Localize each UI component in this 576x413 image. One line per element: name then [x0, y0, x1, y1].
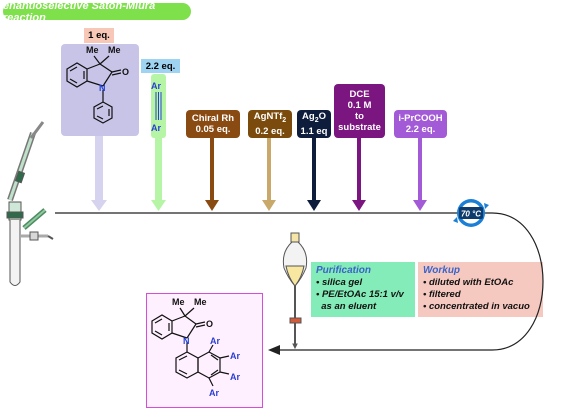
iprcooh-name: i-PrCOOH	[398, 113, 443, 124]
workup-item: • concentrated in vacuo	[423, 301, 530, 312]
alkyne-equiv-tag: 2.2 eq.	[141, 59, 180, 73]
ag2o-equiv: 1.1 eq	[300, 125, 328, 137]
agntf2-equiv: 0.2 eq.	[255, 125, 285, 137]
product-ar-1: Ar	[210, 336, 220, 346]
substrate-me-2: Me	[108, 45, 121, 55]
product-arrowhead	[268, 345, 280, 355]
workup-item: • diluted with EtOAc	[423, 277, 514, 288]
alkyne-triple-bond	[155, 92, 162, 120]
purification-item: • PE/EtOAc 15:1 v/v	[316, 289, 404, 300]
dce-name: DCE	[349, 89, 370, 100]
product-ar-4: Ar	[209, 388, 219, 398]
product-structure	[151, 307, 230, 387]
reaction-flow-line	[55, 212, 544, 351]
temperature-indicator	[453, 199, 489, 227]
ag2o-arrow	[307, 138, 321, 211]
dce-substrate: substrate	[338, 122, 381, 133]
iprcooh-arrow	[413, 138, 427, 211]
product-me-2: Me	[194, 297, 207, 307]
dce-conc: 0.1 M	[347, 100, 372, 111]
chiral-rh-equiv: 0.05 eq.	[195, 124, 231, 135]
dce-to: to	[355, 111, 364, 122]
agntf2-arrow	[262, 138, 276, 211]
substrate-oxygen: O	[122, 67, 129, 77]
workup-box: Workup • diluted with EtOAc • filtered •…	[418, 262, 543, 317]
agntf2-box: AgNTf2 0.2 eq.	[248, 110, 292, 138]
ag2o-name: Ag2O	[302, 111, 326, 124]
temperature-label: 70 °C	[461, 210, 481, 219]
alkyne-ar-bottom: Ar	[151, 123, 161, 133]
purification-box: Purification • silica gel • PE/EtOAc 15:…	[311, 262, 415, 317]
dce-box: DCE 0.1 M to substrate	[334, 84, 385, 138]
agntf2-name: AgNTf2	[253, 111, 287, 124]
separatory-funnel-icon	[282, 232, 308, 350]
chiral-rh-arrow	[205, 138, 219, 211]
product-nitrogen: N	[183, 336, 190, 346]
chiral-rh-box: Chiral Rh 0.05 eq.	[186, 110, 240, 138]
product-oxygen: O	[206, 319, 213, 329]
reaction-vessel-icon	[6, 121, 54, 286]
substrate-structure	[66, 55, 122, 124]
purification-title: Purification	[316, 265, 372, 276]
alkyne-ar-top: Ar	[151, 81, 161, 91]
workup-item: • filtered	[423, 289, 461, 300]
workup-title: Workup	[423, 265, 461, 276]
iprcooh-box: i-PrCOOH 2.2 eq.	[394, 110, 447, 138]
purification-item: as an eluent	[316, 301, 377, 312]
substrate-nitrogen: N	[99, 83, 106, 93]
substrate-equiv-tag: 1 eq.	[84, 28, 114, 43]
chiral-rh-name: Chiral Rh	[191, 113, 235, 124]
product-panel	[146, 293, 263, 408]
substrate-addition-arrow	[91, 136, 107, 211]
purification-item: • silica gel	[316, 277, 363, 288]
dce-arrow	[352, 138, 366, 211]
product-me-1: Me	[172, 297, 185, 307]
iprcooh-equiv: 2.2 eq.	[405, 124, 436, 135]
ag2o-box: Ag2O 1.1 eq	[297, 110, 331, 138]
substrate-me-1: Me	[86, 45, 99, 55]
product-ar-3: Ar	[230, 372, 240, 382]
product-ar-2: Ar	[230, 351, 240, 361]
